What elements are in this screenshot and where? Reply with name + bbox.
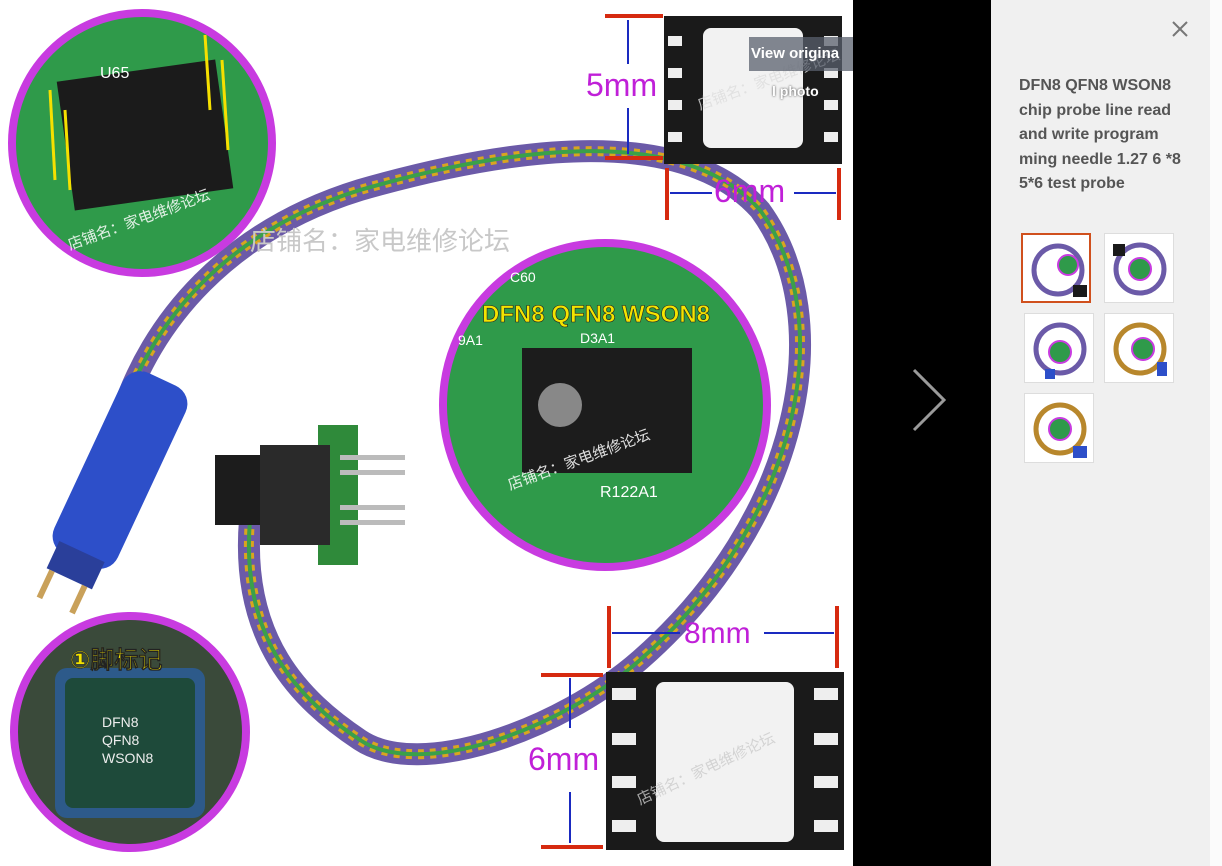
view-original-photo-button-label-2[interactable]: l photo bbox=[772, 83, 819, 99]
svg-text:DFN8: DFN8 bbox=[102, 714, 139, 730]
background-page-edge bbox=[1210, 0, 1222, 866]
magnifier-bottom-left: ①脚标记 DFN8 QFN8 WSON8 bbox=[10, 612, 250, 852]
next-image-button[interactable] bbox=[900, 360, 960, 440]
chip-outline-bottom: 8mm 6mm 店铺名：家电维修论坛 bbox=[528, 606, 844, 850]
magnifier-center: DFN8 QFN8 WSON8 C60 D3A1 9A1 R122A1 店铺名：… bbox=[439, 239, 771, 571]
probe-handle bbox=[36, 371, 188, 615]
view-original-photo-button[interactable]: View origina bbox=[749, 37, 853, 71]
svg-text:QFN8: QFN8 bbox=[102, 732, 140, 748]
board-label: U65 bbox=[100, 65, 129, 82]
svg-text:9A1: 9A1 bbox=[458, 332, 483, 348]
product-photo-drawing: U65 店铺名：家电维修论坛 DFN8 QFN8 WSON8 C60 D3A1 … bbox=[8, 9, 844, 852]
dim-bottom-height: 6mm bbox=[528, 741, 599, 777]
dim-top-height: 5mm bbox=[586, 67, 657, 103]
product-title: DFN8 QFN8 WSON8 chip probe line read and… bbox=[1019, 77, 1181, 192]
close-icon bbox=[1172, 21, 1188, 37]
thumbnail-1[interactable] bbox=[1021, 233, 1091, 303]
thumbnail-3[interactable] bbox=[1024, 313, 1094, 383]
chip-type-label: DFN8 QFN8 WSON8 bbox=[482, 301, 710, 328]
svg-text:R122A1: R122A1 bbox=[600, 484, 658, 501]
svg-text:WSON8: WSON8 bbox=[102, 750, 154, 766]
svg-text:D3A1: D3A1 bbox=[580, 330, 615, 346]
chevron-right-icon bbox=[912, 368, 947, 432]
watermark-3: 店铺名：家电维修论坛 bbox=[250, 227, 510, 257]
close-button[interactable] bbox=[1168, 17, 1192, 41]
connector bbox=[215, 425, 405, 565]
thumbnail-2[interactable] bbox=[1104, 233, 1174, 303]
product-image: U65 店铺名：家电维修论坛 DFN8 QFN8 WSON8 C60 D3A1 … bbox=[0, 0, 853, 866]
dim-top-width: 6mm bbox=[714, 173, 785, 209]
thumbnail-4[interactable] bbox=[1104, 313, 1174, 383]
thumbnail-5[interactable] bbox=[1024, 393, 1094, 463]
svg-text:C60: C60 bbox=[510, 269, 536, 285]
dim-bottom-width: 8mm bbox=[684, 617, 751, 650]
magnifier-top-left: U65 店铺名：家电维修论坛 bbox=[8, 9, 276, 277]
pin1-marker-label: ①脚标记 bbox=[70, 646, 162, 674]
